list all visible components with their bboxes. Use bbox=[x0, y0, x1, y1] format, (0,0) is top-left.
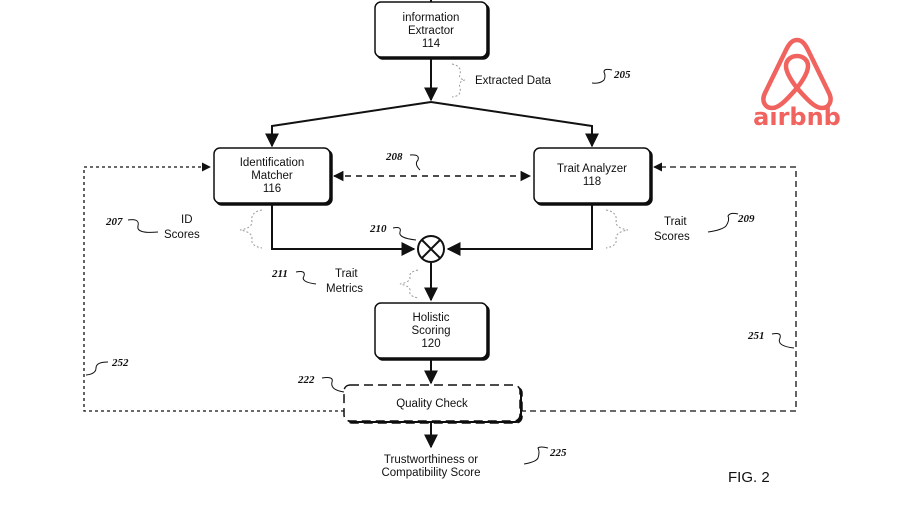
information-extractor-ref: 114 bbox=[422, 38, 441, 50]
trait-metrics-label-1: Trait bbox=[335, 268, 358, 280]
ref-209-leader bbox=[707, 212, 739, 233]
airbnb-belo-icon bbox=[761, 37, 833, 111]
ref-207: 207 bbox=[105, 216, 123, 228]
ref-211: 211 bbox=[271, 268, 288, 280]
split-right-line bbox=[430, 101, 599, 148]
ref-222-leader bbox=[321, 377, 345, 393]
feedback-loop-right bbox=[520, 162, 797, 412]
quality-check-box: Quality Check bbox=[343, 384, 521, 422]
identification-matcher-ref: 116 bbox=[263, 183, 281, 195]
identification-matcher-box: Identification Matcher 116 bbox=[213, 147, 331, 204]
trait-analyzer-label: Trait Analyzer bbox=[557, 163, 627, 175]
figure-caption: FIG. 2 bbox=[728, 469, 770, 486]
information-extractor-label-2: Extractor bbox=[408, 25, 454, 37]
quality-check-label: Quality Check bbox=[396, 398, 468, 410]
ref-210: 210 bbox=[369, 223, 387, 235]
holistic-scoring-box: Holistic Scoring 120 bbox=[374, 302, 488, 359]
trait-analyzer-box: Trait Analyzer 118 bbox=[533, 147, 651, 204]
trait-metrics-label-2: Metrics bbox=[326, 283, 363, 295]
ref-205-leader bbox=[591, 68, 613, 84]
holistic-scoring-label-1: Holistic bbox=[412, 312, 449, 324]
ref-208-leader bbox=[409, 154, 421, 171]
trait-scores-brace bbox=[605, 209, 629, 249]
ref-210-leader bbox=[392, 227, 417, 241]
holistic-scoring-label-2: Scoring bbox=[412, 325, 451, 337]
ref-251: 251 bbox=[747, 330, 765, 342]
ref-209: 209 bbox=[737, 213, 755, 225]
trait-metrics-brace bbox=[399, 269, 419, 299]
ref-225: 225 bbox=[549, 447, 567, 459]
ref-225-leader bbox=[523, 446, 549, 465]
identification-matcher-label-2: Matcher bbox=[251, 170, 293, 182]
feedback-loop-left bbox=[83, 162, 344, 412]
ref-211-leader bbox=[295, 271, 317, 285]
split-left-line bbox=[265, 101, 432, 148]
output-label-1: Trustworthiness or bbox=[384, 454, 478, 466]
id-scores-brace bbox=[239, 209, 263, 249]
id-scores-label-1: ID bbox=[181, 214, 193, 226]
airbnb-wordmark: airbnb bbox=[753, 103, 841, 131]
id-scores-label-2: Scores bbox=[164, 229, 200, 241]
holistic-scoring-ref: 120 bbox=[421, 338, 440, 350]
trait-scores-label-1: Trait bbox=[664, 216, 687, 228]
airbnb-logo: airbnb bbox=[753, 37, 841, 131]
ref-207-leader bbox=[127, 219, 159, 233]
extracted-data-label: Extracted Data bbox=[475, 75, 552, 87]
output-label-2: Compatibility Score bbox=[381, 467, 480, 479]
multiply-circle-icon bbox=[417, 235, 445, 263]
trait-scores-line bbox=[446, 205, 593, 256]
information-extractor-label-1: information bbox=[403, 12, 460, 24]
id-scores-line bbox=[271, 205, 416, 256]
ref-252-leader bbox=[85, 361, 109, 376]
ref-208: 208 bbox=[385, 151, 403, 163]
trait-analyzer-ref: 118 bbox=[583, 176, 601, 188]
ref-252: 252 bbox=[111, 357, 129, 369]
trait-scores-label-2: Scores bbox=[654, 231, 690, 243]
information-extractor-box: information Extractor 114 bbox=[374, 1, 488, 58]
identification-matcher-label-1: Identification bbox=[240, 157, 305, 169]
extracted-data-brace bbox=[451, 63, 466, 98]
ref-251-leader bbox=[771, 333, 795, 349]
ref-205: 205 bbox=[613, 69, 631, 81]
ref-222: 222 bbox=[297, 374, 315, 386]
